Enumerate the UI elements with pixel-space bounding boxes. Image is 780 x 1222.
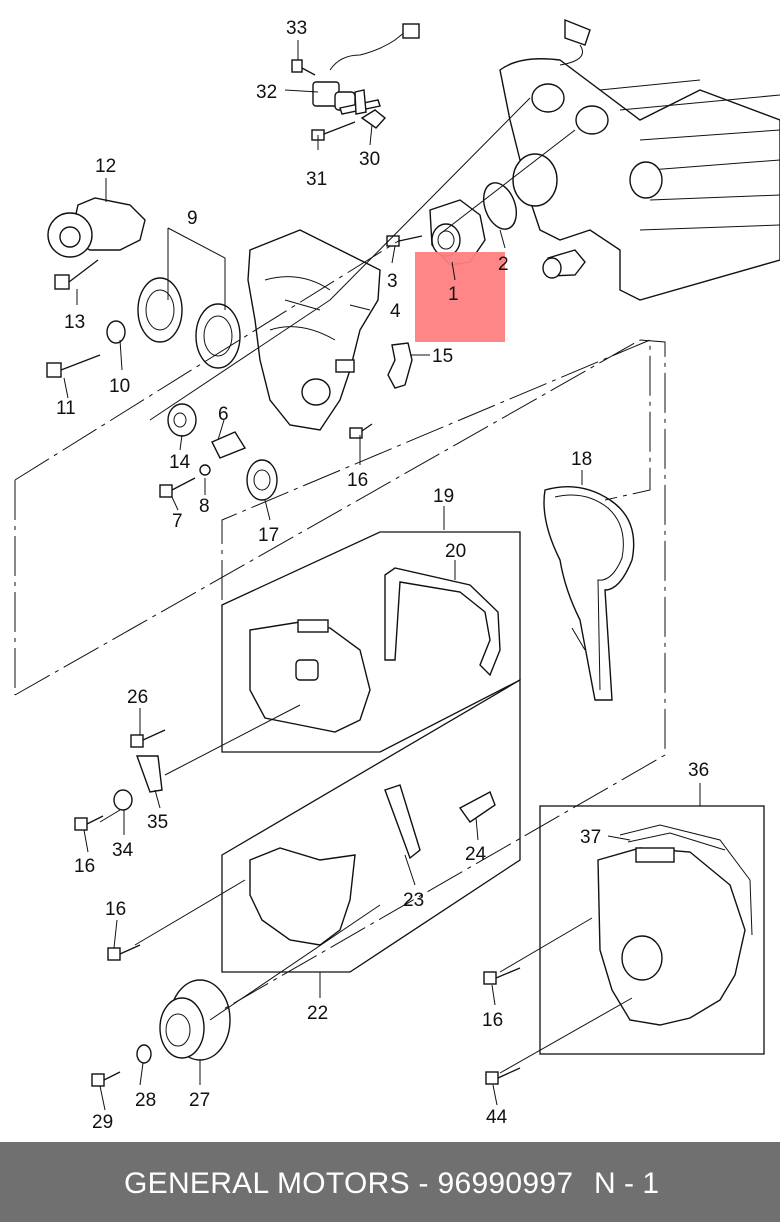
crank-pulley: [91, 979, 231, 1087]
callout-22: 22: [307, 1003, 328, 1024]
idler-and-crank-gear: [159, 403, 278, 501]
callout-7: 7: [172, 511, 183, 532]
highlight-part-1: [415, 252, 505, 342]
callout-leaders: [63, 40, 701, 1111]
callout-34: 34: [112, 840, 134, 861]
callout-30: 30: [359, 149, 380, 170]
callout-4: 4: [390, 301, 401, 322]
camshaft-gears: [46, 277, 241, 378]
tensioner-assembly: [47, 197, 146, 290]
callout-16-a: 16: [347, 470, 368, 491]
callout-13: 13: [64, 312, 85, 333]
callout-9: 9: [187, 208, 198, 229]
timing-belt: [543, 485, 635, 701]
callout-18: 18: [571, 449, 592, 470]
callout-23: 23: [403, 890, 424, 911]
callout-1: 1: [448, 284, 459, 305]
belt-guide-15: [349, 342, 413, 439]
sensor-assembly: [291, 23, 420, 141]
callout-16-d: 16: [482, 1010, 503, 1031]
callout-14: 14: [169, 452, 191, 473]
exploded-parts-diagram: 33 32 31 30 12 13 9 3 2 1 4 15 10 11 6 1…: [14, 18, 780, 1133]
callout-6: 6: [218, 404, 229, 425]
callout-2: 2: [498, 254, 509, 275]
callout-31: 31: [306, 169, 327, 190]
callout-35: 35: [147, 812, 168, 833]
callout-44: 44: [486, 1107, 508, 1128]
callout-3: 3: [387, 271, 398, 292]
footer-page: N - 1: [594, 1167, 660, 1200]
callout-33: 33: [286, 18, 307, 39]
callout-15: 15: [432, 346, 453, 367]
callout-11: 11: [56, 398, 76, 419]
footer-bar: GENERAL MOTORS - 96990997 N - 1: [0, 1142, 780, 1222]
callout-12: 12: [95, 156, 116, 177]
callout-29: 29: [92, 1112, 113, 1133]
rear-timing-cover: [247, 229, 381, 431]
footer-title: GENERAL MOTORS - 96990997: [124, 1167, 574, 1200]
callout-27: 27: [189, 1090, 210, 1111]
callout-28: 28: [135, 1090, 156, 1111]
callout-20: 20: [445, 541, 466, 562]
callout-26: 26: [127, 687, 148, 708]
callout-17: 17: [258, 525, 279, 546]
callout-19: 19: [433, 486, 454, 507]
lower-cover-group: [107, 678, 521, 973]
engine-block: [499, 18, 780, 301]
callout-37: 37: [580, 827, 601, 848]
callout-8: 8: [199, 496, 210, 517]
front-cover-group: [483, 805, 765, 1085]
cover-fasteners-left: [74, 729, 166, 831]
centerlines: [14, 97, 666, 1074]
callout-16-c: 16: [105, 899, 126, 920]
callout-32: 32: [256, 82, 277, 103]
upper-cover-group: [221, 531, 521, 753]
callout-16-b: 16: [74, 856, 95, 877]
callout-10: 10: [109, 376, 130, 397]
callout-24: 24: [465, 844, 487, 865]
callout-36: 36: [688, 760, 709, 781]
